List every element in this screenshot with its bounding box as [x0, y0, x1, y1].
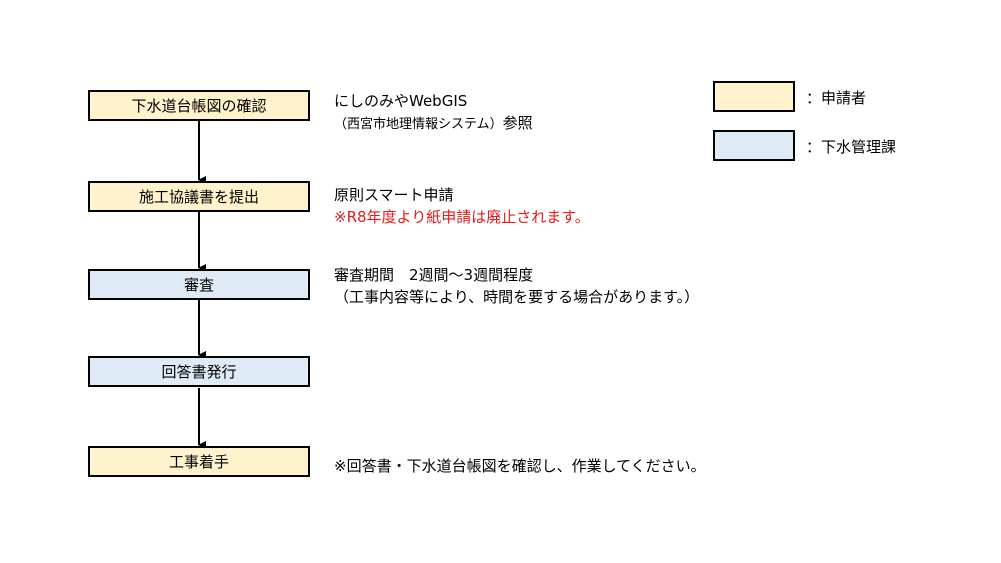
legend-label-applicant: ：申請者: [806, 89, 867, 107]
legend-label-office: ：下水管理課: [806, 138, 897, 156]
note-step1: にしのみやWebGIS （西宮市地理情報システム）参照: [334, 90, 533, 136]
reference-text: 参照: [502, 114, 533, 132]
smart-application-text: 原則スマート申請: [334, 186, 454, 204]
step-review: 審査: [88, 269, 310, 300]
legend-swatch-office: [713, 130, 795, 161]
note-step5: ※回答書・下水道台帳図を確認し、作業してください。: [334, 455, 706, 477]
gis-fullname: （西宮市地理情報システム）: [334, 117, 503, 132]
step-submit-consultation: 施工協議書を提出: [88, 181, 310, 212]
step-issue-reply: 回答書発行: [88, 356, 310, 387]
step-start-construction: 工事着手: [88, 446, 310, 477]
paper-abolished-warning: ※R8年度より紙申請は廃止されます。: [334, 208, 590, 226]
step-check-sewer-map: 下水道台帳図の確認: [88, 90, 310, 121]
confirm-instruction: ※回答書・下水道台帳図を確認し、作業してください。: [334, 457, 706, 475]
note-step3: 審査期間 2週間～3週間程度 （工事内容等により、時間を要する場合があります。）: [334, 264, 699, 308]
review-period-text: 審査期間 2週間～3週間程度: [334, 266, 534, 284]
webgis-text: にしのみやWebGIS: [334, 92, 468, 110]
review-period-caveat: （工事内容等により、時間を要する場合があります。）: [334, 288, 700, 306]
note-step2: 原則スマート申請 ※R8年度より紙申請は廃止されます。: [334, 184, 590, 228]
legend-swatch-applicant: [713, 81, 795, 112]
